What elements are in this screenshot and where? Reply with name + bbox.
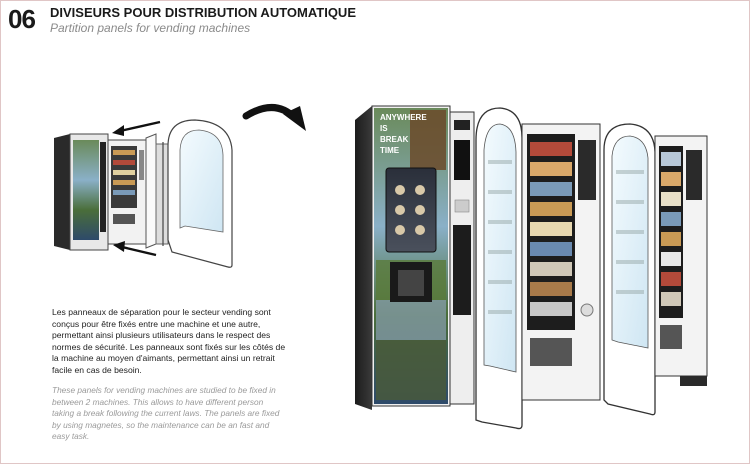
touch-screen xyxy=(385,167,437,253)
small-machine-group xyxy=(54,119,233,268)
small-machine-keypad xyxy=(139,150,144,180)
description-english: These panels for vending machines are st… xyxy=(52,385,280,442)
description-french: Les panneaux de séparation pour le secte… xyxy=(52,307,286,375)
small-machine-tray xyxy=(113,214,135,224)
snack-keypad xyxy=(578,140,596,200)
small-machine-window xyxy=(111,146,137,208)
small-partition-edge xyxy=(145,133,157,249)
page-title: DIVISEURS POUR DISTRIBUTION AUTOMATIQUE xyxy=(50,5,356,20)
brand-line-1: ANYWHERE xyxy=(380,113,427,122)
screen-cup-icons xyxy=(395,185,425,235)
large-machine-group: ANYWHERE IS BREAK TIME xyxy=(355,105,708,430)
large-machine-side xyxy=(355,106,372,410)
partition-window-2 xyxy=(611,135,649,349)
snack-tray xyxy=(530,338,572,366)
brand-line-4: TIME xyxy=(380,146,400,155)
brand-line-2: IS xyxy=(380,124,388,133)
small-machine-graphic xyxy=(73,140,99,240)
page-subtitle: Partition panels for vending machines xyxy=(50,21,251,35)
section-number: 06 xyxy=(8,4,36,34)
curved-arrow-icon xyxy=(242,104,306,131)
small-partition-window xyxy=(179,129,224,233)
insert-arrows xyxy=(112,120,161,257)
small-machine-body-3 xyxy=(155,143,169,245)
brand-line-3: BREAK xyxy=(380,135,409,144)
small-machine-column xyxy=(100,142,106,232)
small-machine-side xyxy=(54,134,70,250)
